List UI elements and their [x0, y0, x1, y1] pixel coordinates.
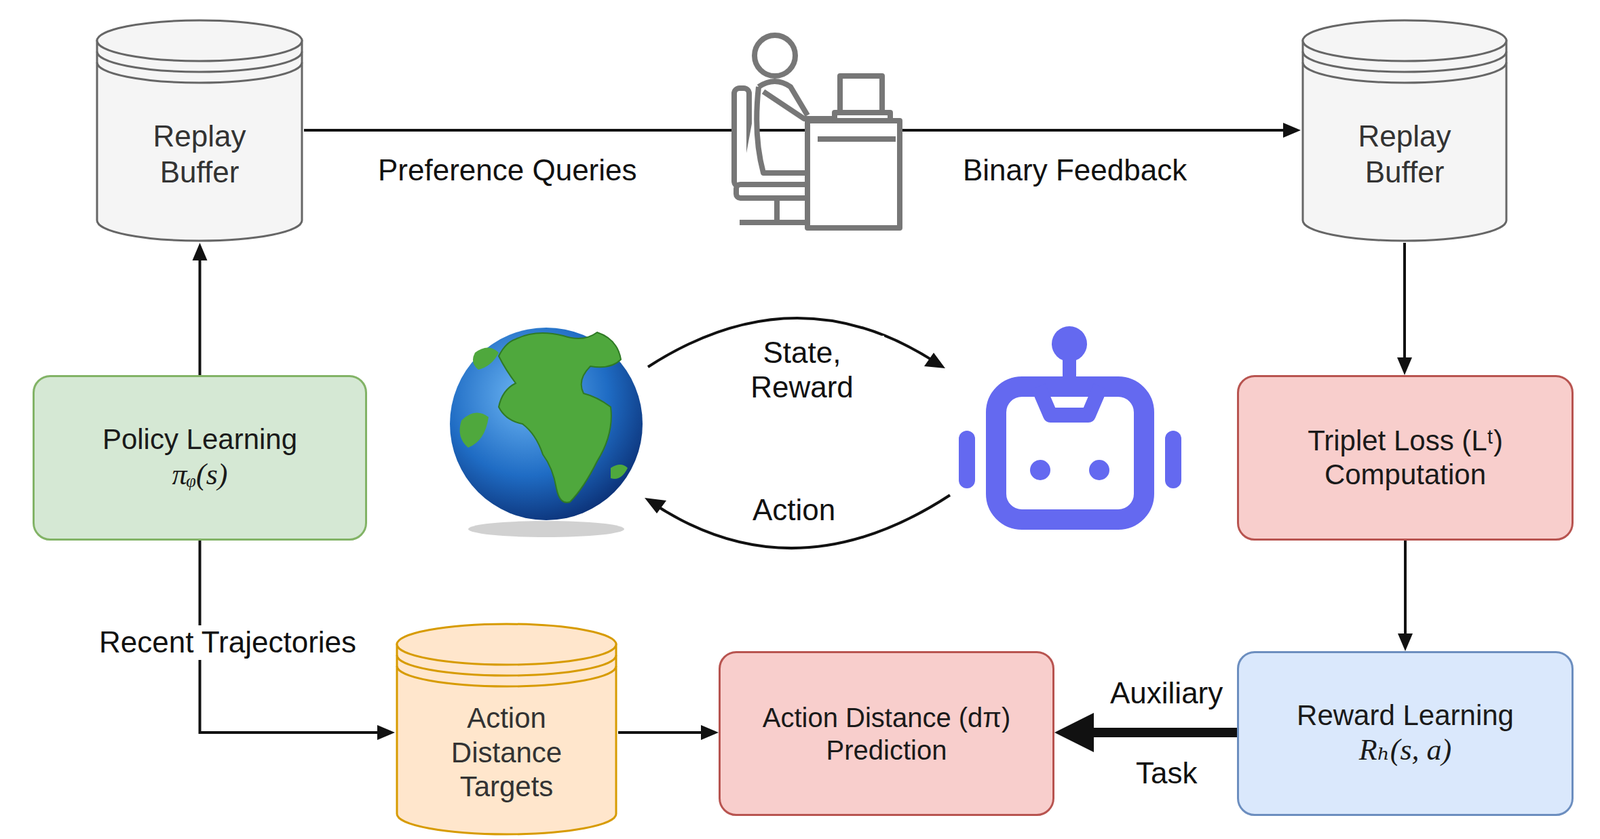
free-label: Task [1131, 756, 1202, 792]
arrow-head [700, 725, 719, 741]
robot-icon [958, 326, 1182, 520]
connector [1054, 713, 1237, 753]
free-label: State, Reward [719, 335, 885, 405]
node-text: Replay Buffer [128, 118, 271, 191]
arrow-head [1397, 357, 1413, 376]
person-icon [734, 35, 900, 228]
node-text: Policy Learning [102, 422, 298, 457]
connector [1397, 540, 1413, 652]
connector [303, 122, 1301, 138]
connector [192, 242, 208, 376]
arrow-head [1283, 122, 1301, 138]
connector-line [1093, 728, 1237, 738]
connector-line [618, 731, 701, 735]
node-text: Reward Learning [1296, 698, 1514, 733]
replay-buffer: Replay Buffer [94, 18, 304, 243]
free-label: Action [748, 493, 840, 528]
process-box: Triplet Loss (Lᵗ) Computation [1236, 375, 1574, 541]
arrow-head [192, 242, 208, 261]
arrow-head [1397, 633, 1413, 652]
node-text: πᵩ(s) [172, 457, 228, 494]
connector [1397, 242, 1413, 376]
connector-line [1403, 242, 1406, 358]
connector-line [198, 260, 202, 376]
node-text: Rₕ(s, a) [1359, 732, 1452, 769]
arrow-head [1054, 713, 1094, 753]
free-label: Binary Feedback [958, 153, 1191, 188]
process-box: Action Distance (dπ) Prediction [718, 651, 1055, 817]
edge-label: Recent Trajectories [94, 625, 361, 661]
connector [618, 725, 719, 741]
process-box: Reward LearningRₕ(s, a) [1236, 651, 1574, 817]
edge-label: Auxiliary [1106, 676, 1227, 712]
arrow-head [377, 725, 395, 741]
node-text: Replay Buffer [1333, 118, 1476, 191]
process-box: Policy Learningπᵩ(s) [32, 375, 368, 541]
globe-icon [449, 327, 643, 538]
connector-line [303, 128, 1284, 132]
replay-buffer: Replay Buffer [1300, 18, 1509, 243]
connector-line [1403, 540, 1407, 634]
edge-label: Preference Queries [373, 153, 642, 188]
data-store: Action Distance Targets [394, 622, 619, 837]
node-text: Triplet Loss (Lᵗ) Computation [1251, 424, 1560, 493]
node-text: Action Distance Targets [435, 701, 579, 805]
interaction-arcs [644, 318, 950, 549]
node-text: Action Distance (dπ) Prediction [732, 701, 1041, 767]
